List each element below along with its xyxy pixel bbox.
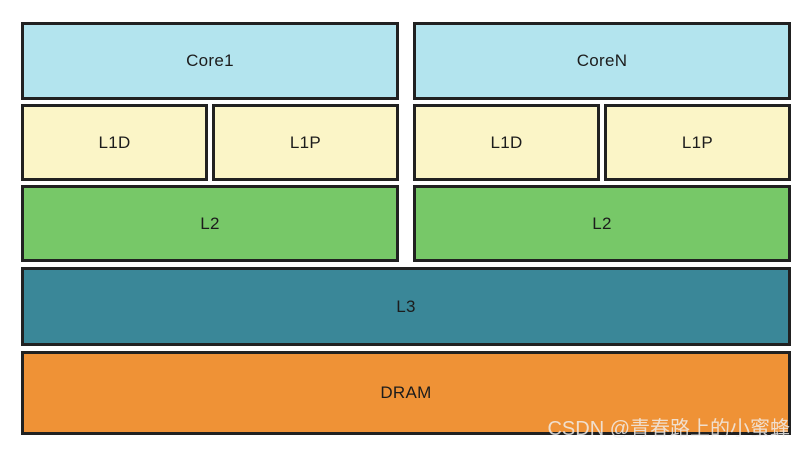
coren-l2-cache-block: L2 xyxy=(413,185,791,262)
l3-cache-block: L3 xyxy=(21,267,791,346)
coren-block: CoreN xyxy=(413,22,791,100)
dram-block: DRAM xyxy=(21,351,791,435)
core1-l1p-label: L1P xyxy=(289,132,322,152)
coren-l1d-cache-block: L1D xyxy=(413,104,600,181)
core1-l2-label: L2 xyxy=(200,213,220,233)
core1-l1p-cache-block: L1P xyxy=(212,104,399,181)
coren-label: CoreN xyxy=(576,51,628,70)
dram-label: DRAM xyxy=(380,383,432,402)
core1-label: Core1 xyxy=(186,51,234,70)
l3-label: L3 xyxy=(396,296,416,316)
coren-l2-label: L2 xyxy=(592,213,612,233)
core1-block: Core1 xyxy=(21,22,399,100)
core1-l1d-cache-block: L1D xyxy=(21,104,208,181)
coren-l1p-label: L1P xyxy=(681,132,714,152)
core1-l2-cache-block: L2 xyxy=(21,185,399,262)
coren-l1d-label: L1D xyxy=(490,132,523,152)
core1-l1d-label: L1D xyxy=(98,132,131,152)
coren-l1p-cache-block: L1P xyxy=(604,104,791,181)
